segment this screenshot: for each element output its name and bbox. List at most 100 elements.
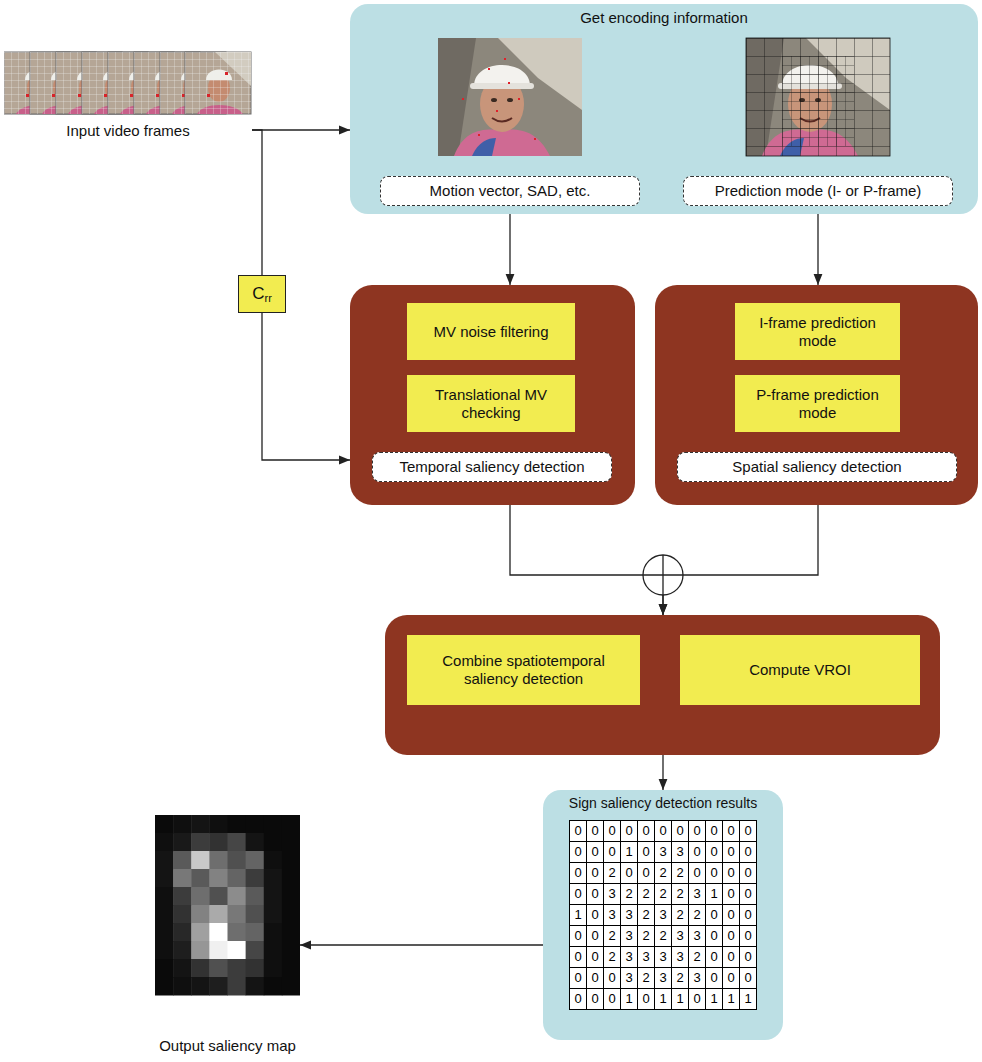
table-cell: 2 bbox=[655, 926, 672, 947]
saliency-block bbox=[264, 833, 283, 852]
table-cell: 0 bbox=[570, 968, 587, 989]
saliency-block bbox=[264, 887, 283, 906]
table-cell: 2 bbox=[689, 905, 706, 926]
flow-arrow bbox=[262, 313, 350, 460]
table-cell: 0 bbox=[570, 863, 587, 884]
flow-arrow bbox=[662, 755, 663, 790]
saliency-block bbox=[209, 905, 228, 924]
table-cell: 1 bbox=[621, 989, 638, 1010]
table-cell: 0 bbox=[587, 884, 604, 905]
table-cell: 2 bbox=[604, 926, 621, 947]
module-panel: I-frame prediction modeP-frame predictio… bbox=[655, 285, 978, 505]
table-cell: 2 bbox=[672, 863, 689, 884]
saliency-block bbox=[209, 887, 228, 906]
saliency-block bbox=[264, 905, 283, 924]
saliency-block bbox=[246, 905, 265, 924]
table-cell: 0 bbox=[638, 863, 655, 884]
saliency-block bbox=[209, 977, 228, 996]
saliency-block bbox=[282, 905, 300, 924]
table-cell: 0 bbox=[570, 947, 587, 968]
saliency-block bbox=[191, 905, 210, 924]
saliency-block bbox=[173, 833, 192, 852]
table-cell: 0 bbox=[587, 968, 604, 989]
saliency-block bbox=[282, 815, 300, 834]
symbol-text: rr bbox=[264, 292, 271, 305]
table-cell: 3 bbox=[621, 905, 638, 926]
table-cell: 0 bbox=[570, 821, 587, 842]
saliency-block bbox=[155, 941, 174, 960]
saliency-block bbox=[264, 869, 283, 888]
saliency-block bbox=[209, 959, 228, 978]
node-text: Sign saliency detection results bbox=[569, 795, 757, 812]
table-cell: 0 bbox=[740, 842, 757, 863]
table-cell: 0 bbox=[621, 863, 638, 884]
node-text: Combine spatiotemporal saliency detectio… bbox=[419, 652, 628, 688]
table-cell: 3 bbox=[655, 842, 672, 863]
saliency-block bbox=[173, 815, 192, 834]
saliency-block bbox=[246, 833, 265, 852]
flow-arrow bbox=[510, 505, 663, 615]
saliency-block bbox=[228, 851, 247, 870]
saliency-block bbox=[264, 923, 283, 942]
table-cell: 2 bbox=[672, 968, 689, 989]
table-cell: 0 bbox=[689, 989, 706, 1010]
table-cell: 0 bbox=[740, 821, 757, 842]
saliency-block bbox=[282, 869, 300, 888]
saliency-block bbox=[155, 959, 174, 978]
saliency-block bbox=[191, 941, 210, 960]
saliency-block bbox=[282, 941, 300, 960]
motion-vector-frame bbox=[438, 38, 582, 156]
process-box: Translational MV checking bbox=[407, 375, 575, 432]
table-cell: 0 bbox=[570, 989, 587, 1010]
node-text: Output saliency map bbox=[159, 1037, 296, 1055]
table-cell: 2 bbox=[655, 863, 672, 884]
table-cell: 0 bbox=[706, 926, 723, 947]
dashed-label-box: Motion vector, SAD, etc. bbox=[380, 176, 640, 206]
process-box: P-frame prediction mode bbox=[735, 375, 900, 432]
table-cell: 2 bbox=[604, 863, 621, 884]
saliency-block bbox=[173, 869, 192, 888]
table-cell: 3 bbox=[689, 884, 706, 905]
flow-arrow bbox=[252, 130, 262, 275]
dashed-label-box: Temporal saliency detection bbox=[372, 452, 612, 482]
video-frames-illustration bbox=[4, 48, 252, 120]
table-cell: 0 bbox=[723, 968, 740, 989]
table-cell: 0 bbox=[570, 884, 587, 905]
table-cell: 0 bbox=[706, 842, 723, 863]
table-cell: 0 bbox=[587, 842, 604, 863]
saliency-block bbox=[191, 833, 210, 852]
process-box: Compute VROI bbox=[680, 635, 920, 705]
table-cell: 0 bbox=[570, 926, 587, 947]
saliency-block bbox=[173, 977, 192, 996]
table-cell: 1 bbox=[570, 905, 587, 926]
saliency-block bbox=[264, 977, 283, 996]
flow-arrow bbox=[817, 206, 818, 285]
table-cell: 0 bbox=[723, 863, 740, 884]
saliency-block bbox=[246, 941, 265, 960]
table-cell: 3 bbox=[655, 947, 672, 968]
node-text: MV noise filtering bbox=[433, 323, 548, 341]
table-cell: 0 bbox=[587, 926, 604, 947]
table-cell: 0 bbox=[604, 989, 621, 1010]
saliency-block bbox=[155, 869, 174, 888]
video-frame bbox=[185, 52, 251, 114]
table-cell: 3 bbox=[672, 947, 689, 968]
table-cell: 0 bbox=[638, 821, 655, 842]
table-cell: 3 bbox=[689, 926, 706, 947]
saliency-block bbox=[191, 851, 210, 870]
node-text: P-frame prediction mode bbox=[747, 386, 888, 422]
saliency-block bbox=[282, 923, 300, 942]
flow-arrow bbox=[663, 505, 818, 615]
saliency-block bbox=[228, 869, 247, 888]
saliency-block bbox=[228, 887, 247, 906]
table-cell: 0 bbox=[621, 821, 638, 842]
table-cell: 0 bbox=[604, 968, 621, 989]
table-cell: 0 bbox=[706, 947, 723, 968]
table-cell: 3 bbox=[604, 905, 621, 926]
saliency-block bbox=[209, 941, 228, 960]
table-cell: 3 bbox=[689, 968, 706, 989]
saliency-block bbox=[209, 923, 228, 942]
table-cell: 2 bbox=[621, 884, 638, 905]
saliency-block bbox=[228, 905, 247, 924]
table-cell: 0 bbox=[604, 821, 621, 842]
